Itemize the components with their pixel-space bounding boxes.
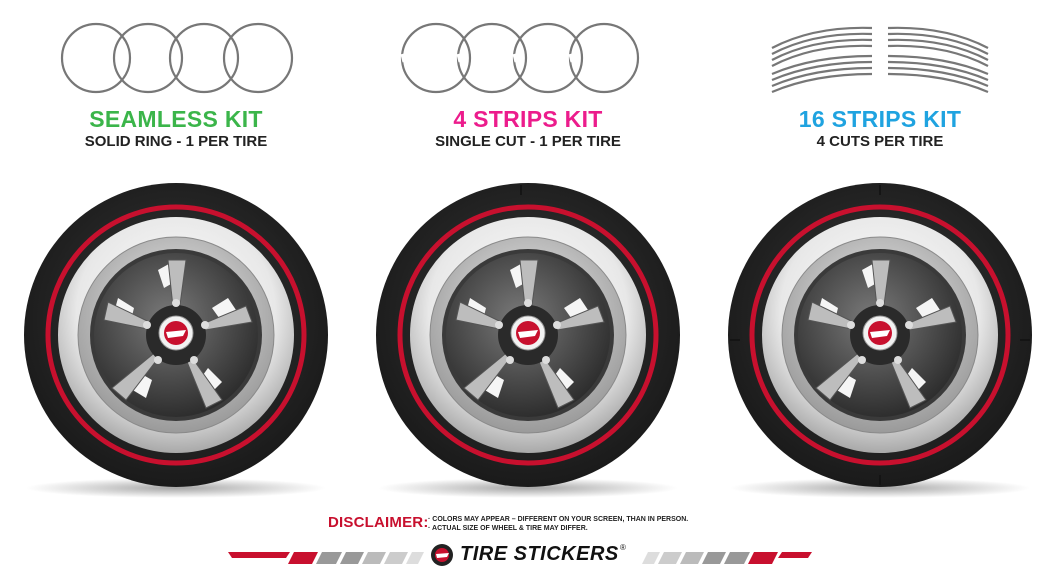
sixteen-strips-wheel-illustration (704, 160, 1056, 500)
brand-logo: TIRE STICKERS ® (430, 543, 630, 567)
sixteen-strips-arcs-icon (771, 26, 989, 94)
sixteen-strips-kit-subtitle: 4 CUTS PER TIRE (816, 133, 944, 150)
four-strips-kit-panel: 4 STRIPS KIT SINGLE CUT - 1 PER TIRE (352, 0, 704, 500)
disclaimer-line-size: · ACTUAL SIZE OF WHEEL & TIRE MAY DIFFER… (428, 525, 588, 532)
four-strips-wheel-illustration (352, 160, 704, 500)
disclaimer-line-colors: · COLORS MAY APPEAR – DIFFERENT ON YOUR … (428, 516, 689, 523)
sixteen-strips-kit-panel: 16 STRIPS KIT 4 CUTS PER TIRE (704, 0, 1056, 500)
seamless-rings-icon (60, 22, 294, 94)
brand-stripes (228, 552, 812, 564)
disclaimer-label: DISCLAIMER: (328, 514, 429, 531)
seamless-kit-title: SEAMLESS KIT (89, 106, 263, 132)
brand-registered-mark: ® (620, 543, 626, 552)
disclaimer-text: · COLORS MAY APPEAR – DIFFERENT ON YOUR … (428, 515, 688, 533)
four-strips-kit-title: 4 STRIPS KIT (453, 106, 603, 132)
seamless-kit-panel: SEAMLESS KIT SOLID RING - 1 PER TIRE (0, 0, 352, 500)
seamless-kit-subtitle: SOLID RING - 1 PER TIRE (84, 133, 268, 150)
tire-stickers-logo-icon (431, 544, 453, 566)
sixteen-strips-kit-title: 16 STRIPS KIT (798, 106, 962, 132)
seamless-wheel-illustration (0, 160, 352, 500)
four-strips-kit-subtitle: SINGLE CUT - 1 PER TIRE (435, 133, 621, 150)
disclaimer: DISCLAIMER: · COLORS MAY APPEAR – DIFFER… (328, 512, 748, 536)
four-strips-rings-icon (400, 22, 640, 94)
brand-name: TIRE STICKERS (460, 543, 619, 565)
